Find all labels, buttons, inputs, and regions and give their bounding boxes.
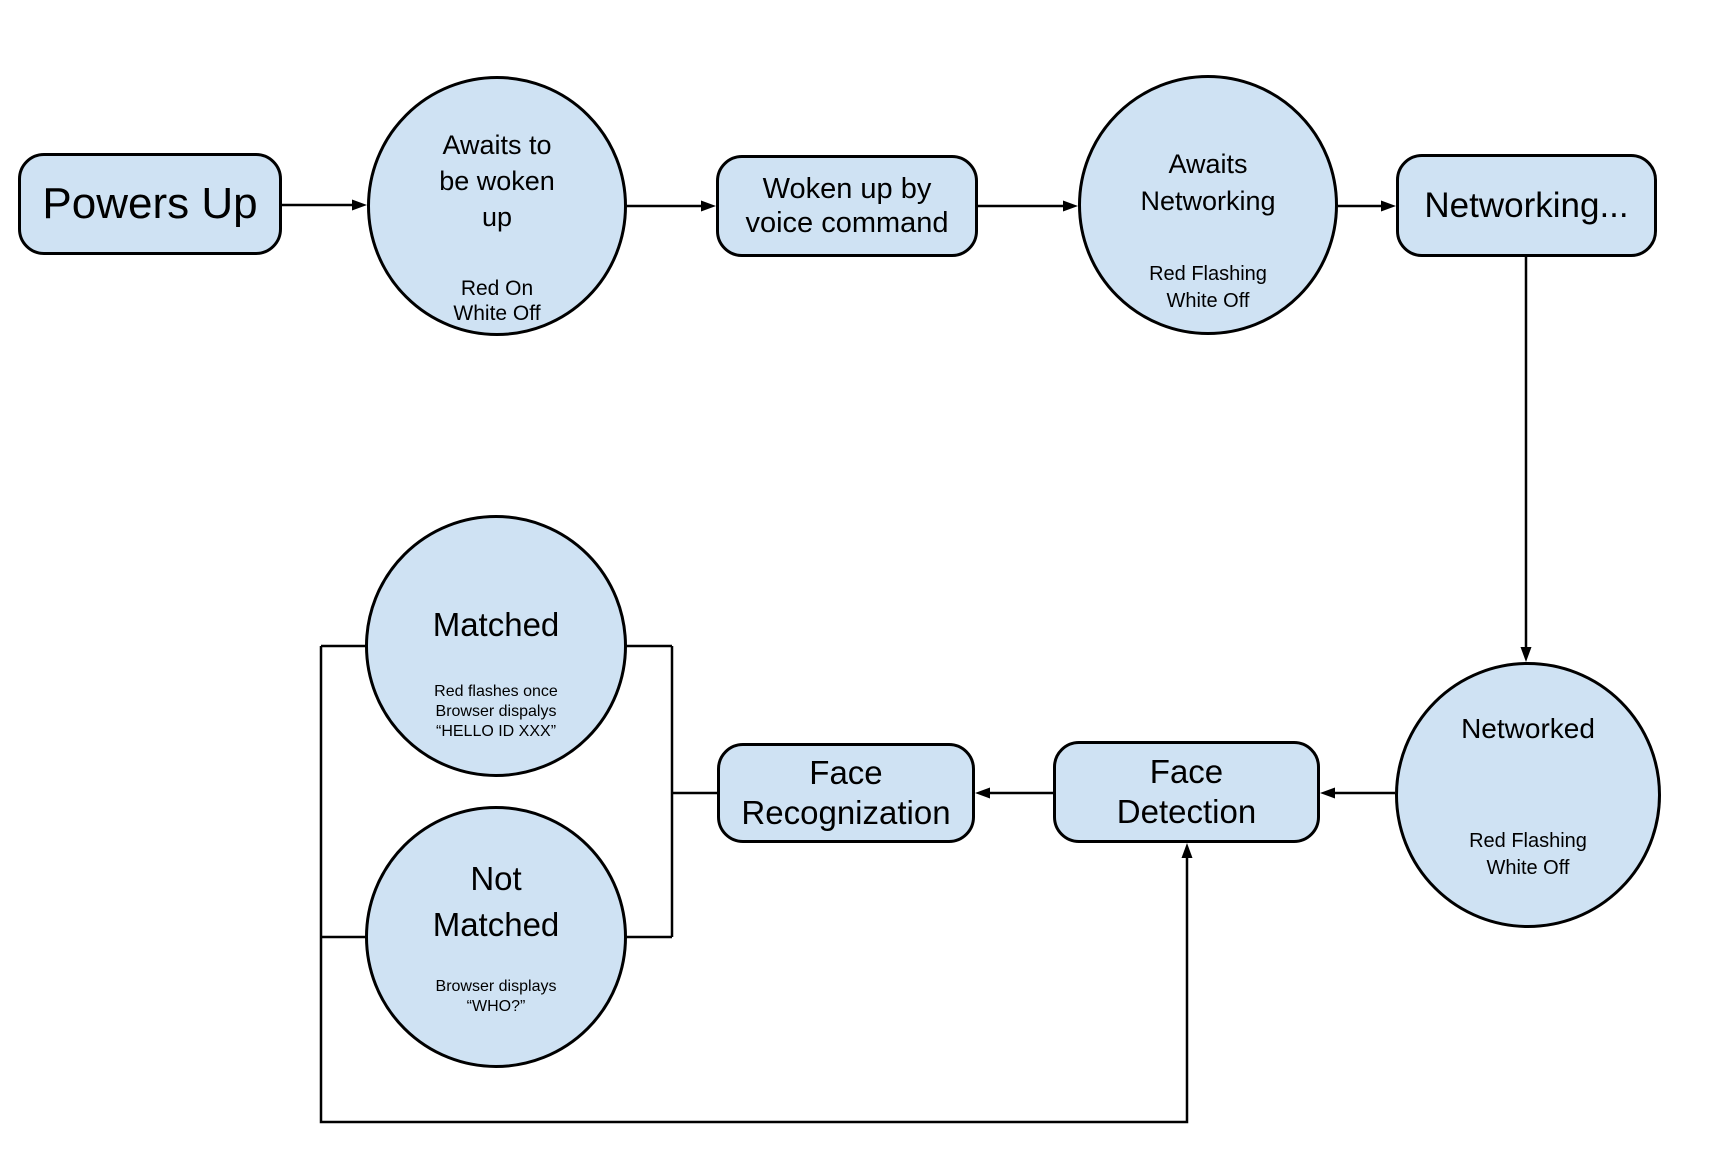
node-matched: Matched Red flashes once Browser dispaly… [365, 515, 627, 777]
node-woken-by-voice: Woken up by voice command [716, 155, 978, 257]
node-networking-label: Networking... [1424, 185, 1629, 225]
edge-awaitswake-woken [627, 200, 716, 212]
edge-networked-facedetection [1320, 787, 1395, 799]
node-awaits-to-be-woken-up: Awaits to be woken up Red On White Off [367, 76, 627, 336]
node-networked-label: Networked [1461, 713, 1595, 744]
edge-powersup-awaitswake [282, 199, 367, 211]
node-powers-up-label: Powers Up [42, 179, 258, 228]
edge-networking-networked [1520, 257, 1532, 662]
node-awaits-to-be-woken-up-sublabel: Red On White Off [453, 277, 541, 325]
node-not-matched-label: Not Matched [432, 860, 560, 943]
node-face-recognization: Face Recognization [717, 743, 975, 843]
node-woken-by-voice-label: Woken up by voice command [745, 173, 949, 239]
node-matched-label: Matched [432, 606, 560, 643]
node-awaits-networking-sublabel: Red Flashing White Off [1149, 263, 1267, 312]
node-face-detection-label: Face Detection [1116, 753, 1257, 830]
edge-awaitsnetworking-networking [1338, 200, 1396, 212]
node-powers-up: Powers Up [18, 153, 282, 255]
node-face-recognization-label: Face Recognization [741, 754, 951, 831]
node-awaits-networking: Awaits Networking Red Flashing White Off [1078, 75, 1338, 335]
node-matched-sublabel: Red flashes once Browser dispalys “HELLO… [434, 683, 558, 740]
edge-woken-awaitsnetworking [978, 200, 1078, 212]
edge-results-facedetection-loop [319, 646, 1193, 1124]
node-not-matched: Not Matched Browser displays “WHO?” [365, 806, 627, 1068]
edge-facedetection-facerecognization [975, 787, 1053, 799]
node-not-matched-sublabel: Browser displays “WHO?” [435, 978, 557, 1015]
node-awaits-networking-label: Awaits Networking [1140, 149, 1276, 216]
node-networked-sublabel: Red Flashing White Off [1469, 830, 1587, 879]
node-networking: Networking... [1396, 154, 1657, 257]
node-awaits-to-be-woken-up-label: Awaits to be woken up [439, 130, 555, 232]
node-face-detection: Face Detection [1053, 741, 1320, 843]
node-networked: Networked Red Flashing White Off [1395, 662, 1661, 928]
